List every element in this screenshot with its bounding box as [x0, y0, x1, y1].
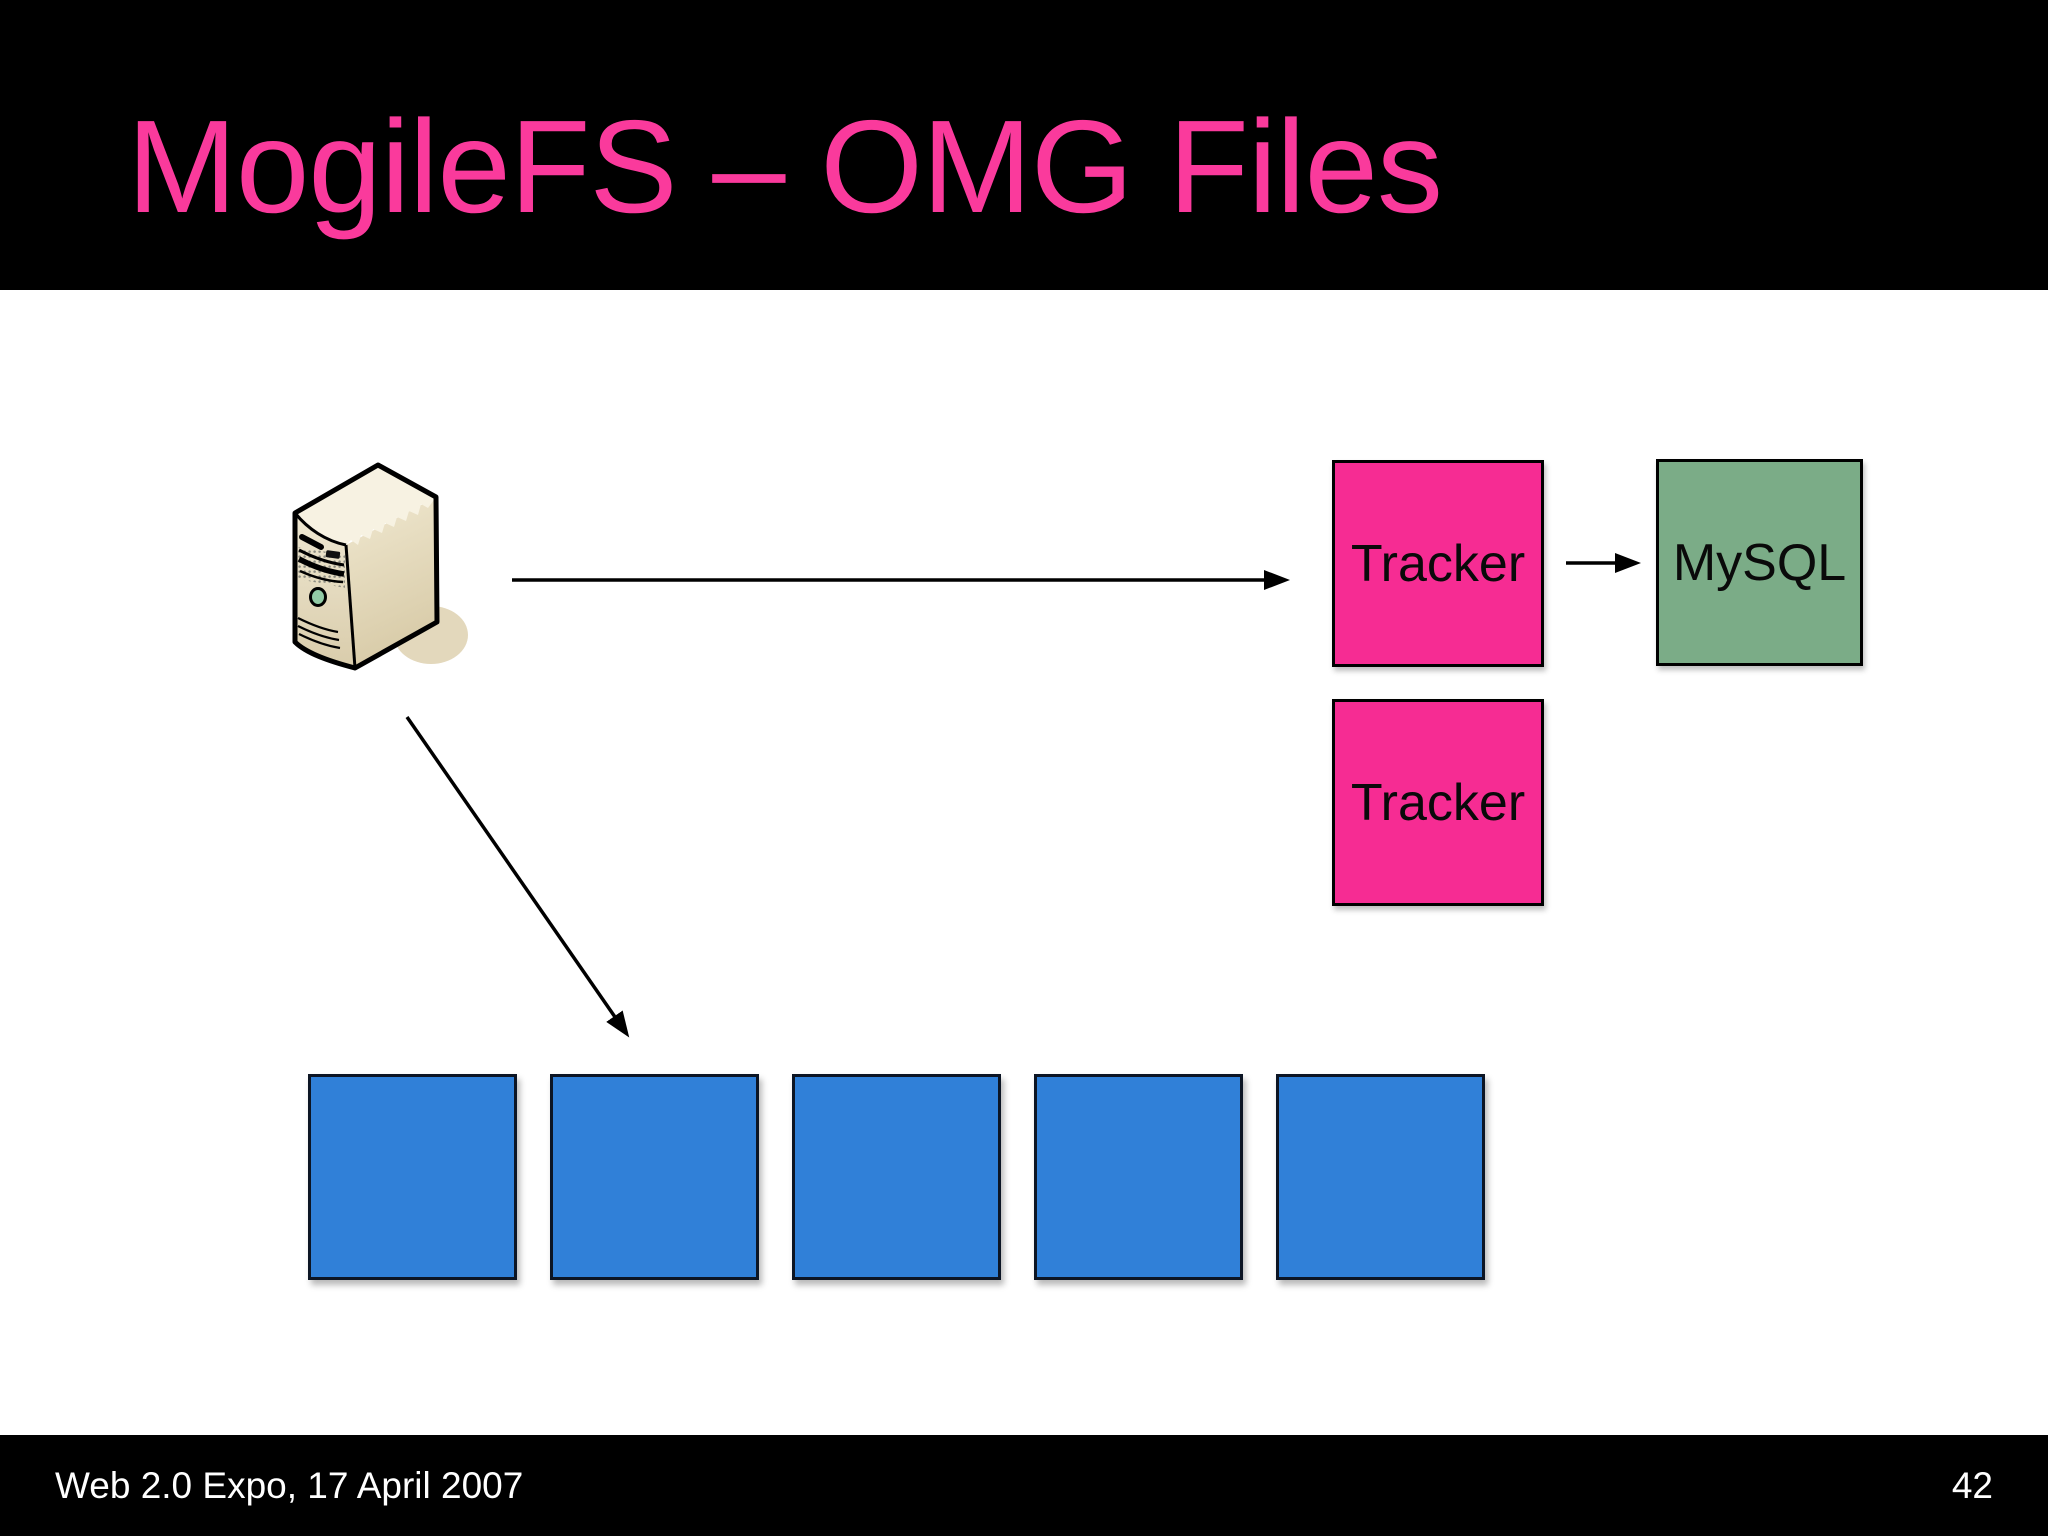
storage-node [1276, 1074, 1485, 1280]
server-bottom-vent-3 [298, 633, 341, 650]
mysql-label: MySQL [1672, 533, 1847, 592]
header-bar: MogileFS – OMG Files [0, 0, 2048, 290]
tracker-1-label: Tracker [1350, 534, 1526, 593]
storage-node [550, 1074, 759, 1280]
tracker-box-2: Tracker [1332, 699, 1544, 906]
server-outline [292, 462, 440, 671]
tracker-2-label: Tracker [1350, 773, 1526, 832]
tracker-box-1: Tracker [1332, 460, 1544, 667]
server-edge-line [344, 544, 357, 669]
server-drive-slot-3 [299, 569, 344, 584]
server-side-face [346, 497, 437, 668]
server-bottom-vent-1 [297, 617, 339, 634]
server-top-vent [299, 534, 324, 550]
storage-node [792, 1074, 1001, 1280]
footer-event-text: Web 2.0 Expo, 17 April 2007 [55, 1465, 524, 1506]
storage-node [308, 1074, 517, 1280]
arrow-client-to-tracker [512, 570, 1290, 590]
footer-bar: Web 2.0 Expo, 17 April 2007 42 [0, 1435, 2048, 1536]
server-bottom-vent-2 [297, 625, 340, 642]
storage-node-row [308, 1074, 1485, 1280]
server-top-face [295, 465, 436, 545]
arrow-client-to-storage [405, 716, 630, 1038]
mysql-box: MySQL [1656, 459, 1863, 666]
server-drive-slot-2 [297, 556, 345, 577]
footer-page-number: 42 [1951, 1465, 1993, 1506]
arrow-tracker-to-mysql [1566, 553, 1641, 573]
page-title: MogileFS – OMG Files [127, 93, 1443, 240]
server-label-badge [325, 550, 341, 559]
server-hood-curve [293, 512, 347, 547]
server-tower-icon [292, 462, 468, 671]
server-power-button [309, 587, 327, 607]
storage-node [1034, 1074, 1243, 1280]
server-drive-slot-1 [298, 548, 345, 567]
